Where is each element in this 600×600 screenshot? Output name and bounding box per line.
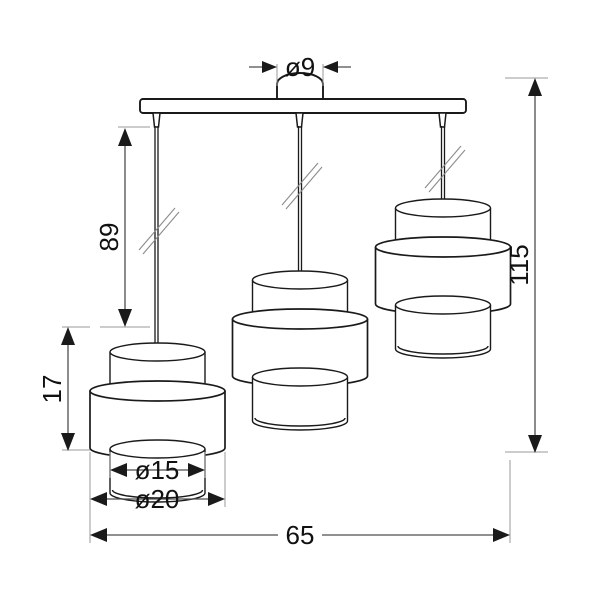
cable-grip-middle [295,112,304,128]
cable-drop-length-label: 89 [94,223,124,252]
ceiling-mount-bar [139,98,467,114]
dimension-outer-shade-diameter: ø20 [89,452,226,514]
canopy-diameter-label: ø9 [285,52,315,82]
lamp-shade-middle [231,270,369,431]
dimension-total-height: 115 [504,77,548,453]
suspension-cable-right [440,126,446,208]
lamp-shade-right [374,198,512,359]
outer-shade-diameter-label: ø20 [135,484,180,514]
dimension-canopy-diameter: ø9 [249,52,351,86]
cable-break-mark-right [424,145,466,193]
cable-break-mark-middle [281,162,323,210]
cable-break-mark-left [138,207,180,255]
cable-grip-left [152,112,161,128]
total-height-label: 115 [504,244,534,285]
dimension-cable-drop-length: 89 [94,126,150,328]
dimension-inner-shade-diameter: ø15 [109,452,206,485]
shade-height-label: 17 [37,375,67,404]
dimension-shade-height: 17 [37,326,90,451]
dimension-overall-width: 65 [89,460,511,550]
suspension-cable-middle [297,126,303,280]
inner-shade-diameter-label: ø15 [135,455,180,485]
cable-grip-right [438,112,447,128]
overall-width-label: 65 [286,520,315,550]
suspension-cable-left [154,126,159,352]
